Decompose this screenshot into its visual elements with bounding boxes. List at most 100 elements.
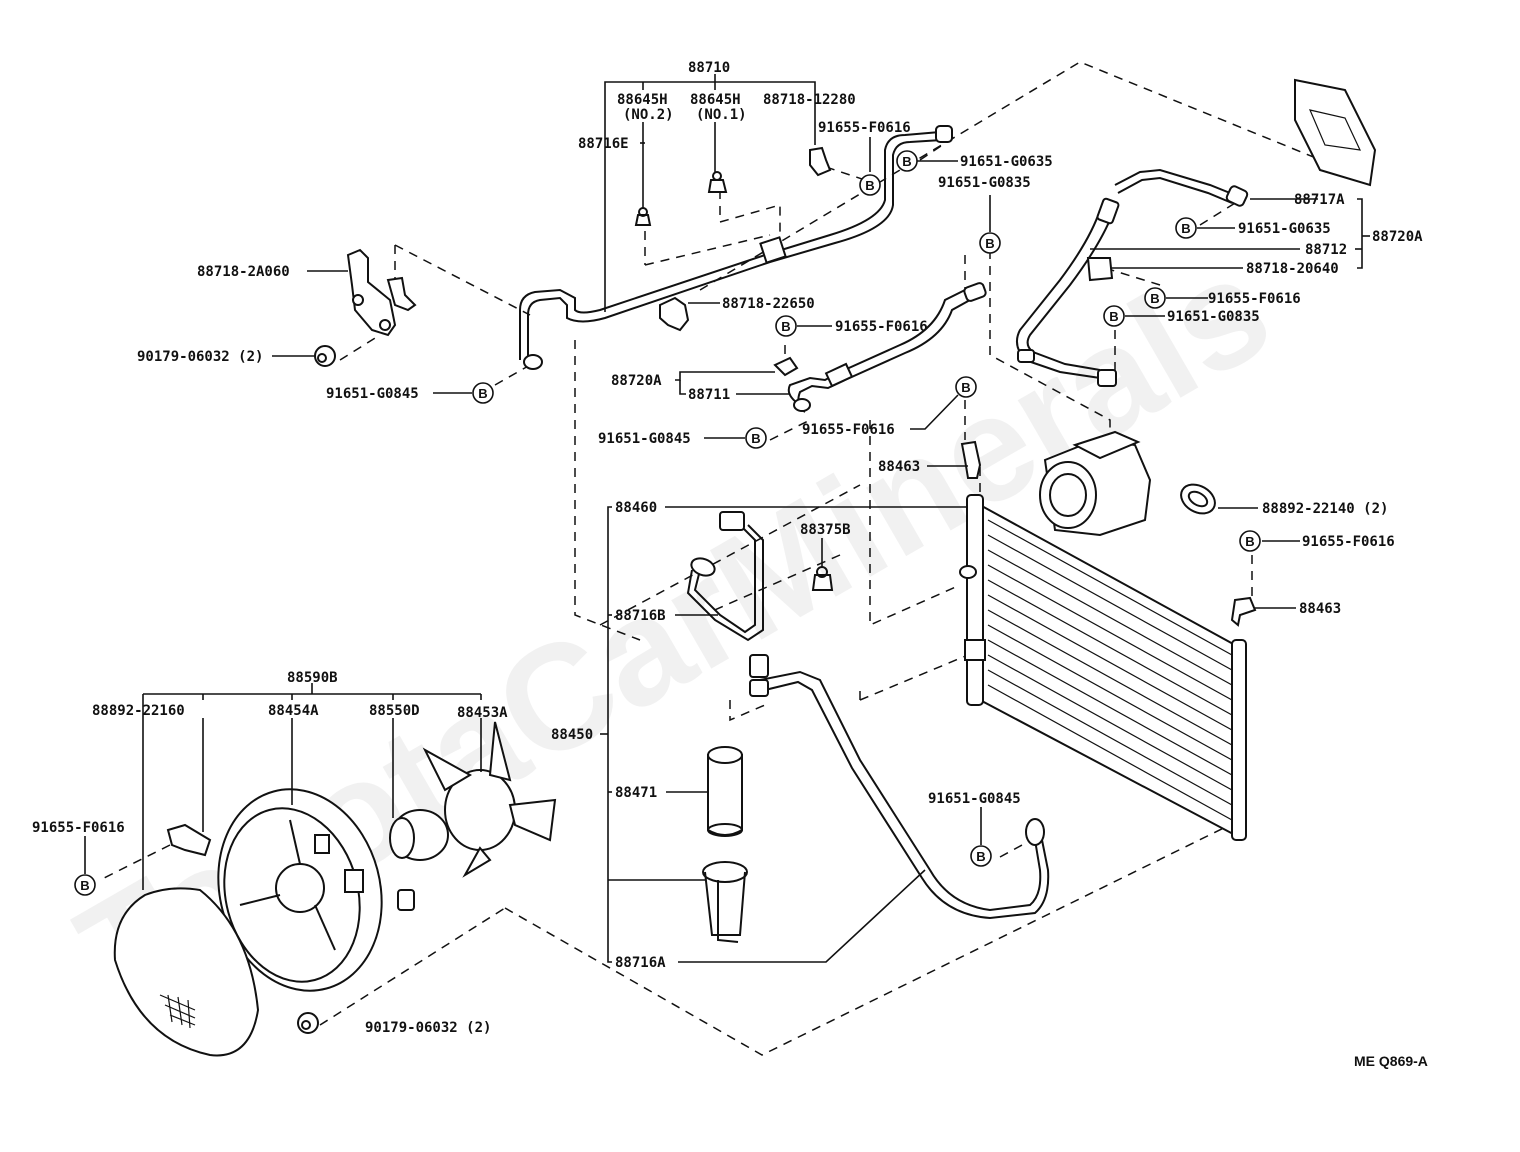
tube-88716b [686,511,764,642]
fan-motor-88550d [389,809,449,911]
label-88720a-mid[interactable]: 88720A [611,373,662,389]
clamp-88718-20640 [1086,257,1114,282]
svg-text:B: B [976,849,985,864]
nut-90179-06032-bottom [297,1012,319,1034]
label-88716e[interactable]: 88716E [578,136,629,152]
label-88718-12280[interactable]: 88718-12280 [763,92,856,108]
nut-90179-06032-top [314,345,336,367]
label-88590b[interactable]: 88590B [287,670,338,686]
label-88892-22160[interactable]: 88892-22160 [92,703,185,719]
cushion-88892-22140 [1180,483,1216,515]
label-88453a[interactable]: 88453A [457,705,508,721]
label-88550d[interactable]: 88550D [369,703,420,719]
label-91651-g0845-mid[interactable]: 91651-G0845 [598,431,691,447]
bolt-symbol-icon: B [859,174,881,196]
label-88375b[interactable]: 88375B [800,522,851,538]
label-90179-06032-top[interactable]: 90179-06032 (2) [137,349,263,365]
label-88645h-no1[interactable]: 88645H [690,92,741,108]
svg-text:B: B [1245,534,1254,549]
part-labels: 88710 88645H (NO.2) 88645H (NO.1) 88718-… [32,60,1423,1036]
label-91651-g0635-right[interactable]: 91651-G0635 [1238,221,1331,237]
label-88460[interactable]: 88460 [615,500,657,516]
leader-lines [84,74,1370,963]
label-88711[interactable]: 88711 [688,387,730,403]
label-88454a[interactable]: 88454A [268,703,319,719]
bolt-symbol-icon: B [745,427,767,449]
label-88720a-right[interactable]: 88720A [1372,229,1423,245]
receiver-88471 [707,746,743,837]
label-91655-f0616-mid2[interactable]: 91655-F0616 [802,422,895,438]
hose-88716e [519,125,953,370]
label-88716b[interactable]: 88716B [615,608,666,624]
svg-text:B: B [865,178,874,193]
label-88710[interactable]: 88710 [688,60,730,76]
clamp-88718-12280 [809,146,832,177]
svg-text:B: B [751,431,760,446]
svg-text:B: B [985,236,994,251]
bracket-88718-2a060 [346,248,417,337]
label-88645h-no1-sub: (NO.1) [696,107,747,123]
svg-text:B: B [478,386,487,401]
valve-88645h-no1 [707,171,728,193]
label-88718-20640[interactable]: 88718-20640 [1246,261,1339,277]
clamp-88720a-small [773,356,799,377]
bolt-symbol-icon: B [472,382,494,404]
label-91651-g0845-bottom[interactable]: 91651-G0845 [928,791,1021,807]
label-91651-g0845-left[interactable]: 91651-G0845 [326,386,419,402]
label-91655-f0616-top[interactable]: 91655-F0616 [818,120,911,136]
hose-88712 [1015,197,1120,387]
diagram-code: ME Q869-A [1354,1053,1428,1069]
bolt-symbol-icon: B [979,232,1001,254]
svg-text:B: B [781,319,790,334]
label-88645h-no2-sub: (NO.2) [623,107,674,123]
svg-text:B: B [1150,291,1159,306]
plug-88375b [811,566,834,591]
label-90179-06032-bottom[interactable]: 90179-06032 (2) [365,1020,491,1036]
label-91655-f0616-mid[interactable]: 91655-F0616 [835,319,928,335]
label-91651-g0835-top[interactable]: 91651-G0835 [938,175,1031,191]
valve-88645h-no2 [634,207,652,226]
svg-text:B: B [1109,309,1118,324]
condenser-fins [987,519,1233,821]
label-91655-f0616-right[interactable]: 91655-F0616 [1208,291,1301,307]
svg-text:B: B [961,380,970,395]
label-88892-22140[interactable]: 88892-22140 (2) [1262,501,1388,517]
condenser-88460 [959,494,1247,841]
label-88712[interactable]: 88712 [1305,242,1347,258]
bolt-symbol-icon: B [955,376,977,398]
fan-88453a [422,721,557,878]
label-88718-2a060[interactable]: 88718-2A060 [197,264,290,280]
fan-guard [113,887,260,1057]
bracket-88892-22160 [166,823,212,857]
label-88471[interactable]: 88471 [615,785,657,801]
label-88450[interactable]: 88450 [551,727,593,743]
bolt-symbol-icon: B [1103,305,1125,327]
bolt-symbol-icon: B [896,150,918,172]
label-88718-22650[interactable]: 88718-22650 [722,296,815,312]
label-91651-g0635-top[interactable]: 91651-G0635 [960,154,1053,170]
bolt-symbol-icon: B [775,315,797,337]
pipe-88711 [787,282,987,413]
label-88463-right[interactable]: 88463 [1299,601,1341,617]
label-91655-f0616-left[interactable]: 91655-F0616 [32,820,125,836]
label-91651-g0835-right[interactable]: 91651-G0835 [1167,309,1260,325]
svg-text:B: B [1181,221,1190,236]
tube-88716a [749,654,1050,920]
compressor [1039,430,1152,537]
svg-text:B: B [902,154,911,169]
expansion-block [1294,78,1377,187]
label-88717a[interactable]: 88717A [1294,192,1345,208]
receiver-bracket [702,861,748,943]
bolt-symbol-icon: B [1144,287,1166,309]
label-91655-f0616-far-right[interactable]: 91655-F0616 [1302,534,1395,550]
label-88716a[interactable]: 88716A [615,955,666,971]
label-88645h-no2[interactable]: 88645H [617,92,668,108]
bolt-symbol-icon: B [970,845,992,867]
svg-text:B: B [80,878,89,893]
label-88463-mid[interactable]: 88463 [878,459,920,475]
bolt-symbol-icon: B [1175,217,1197,239]
bolt-symbol-icon: B [74,874,96,896]
clamp-88718-22650 [659,296,690,332]
fan-shroud-88454a [217,788,383,992]
